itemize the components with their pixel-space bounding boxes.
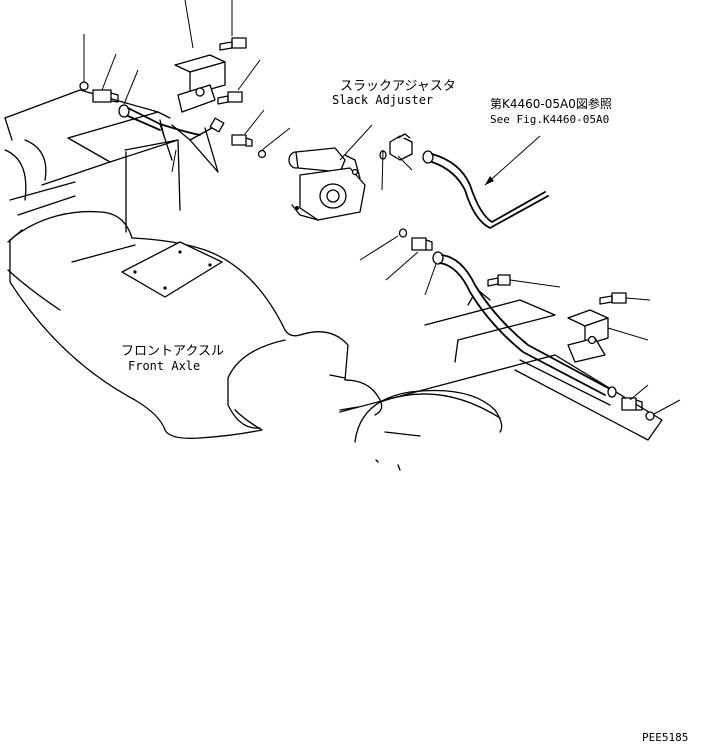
fitting-left (231, 134, 267, 159)
drawing-number: PEE5185 (642, 731, 688, 744)
elbow-fitting (389, 133, 413, 161)
right-frame-outline (339, 299, 663, 441)
label-slack-adjuster-en: Slack Adjuster (332, 93, 433, 107)
washer-left (79, 81, 89, 91)
brake-tube-left (118, 104, 219, 173)
label-front-axle-en: Front Axle (128, 359, 200, 373)
brake-tube-lower (432, 251, 617, 398)
connector-right (621, 397, 643, 411)
connector-left (92, 89, 119, 103)
frame-outline (4, 89, 181, 233)
slack-adjuster-unit (288, 147, 366, 221)
bolt-tube-clip-right (487, 274, 511, 287)
connector-lower (411, 237, 433, 251)
leader-lines (83, 0, 681, 415)
cover-plate (121, 241, 223, 298)
label-see-fig-en: See Fig.K4460-05A0 (490, 113, 609, 126)
right-bracket (567, 309, 609, 363)
bolt-mid-left (217, 91, 243, 105)
bolt-tube-clip-left (209, 117, 225, 133)
bolt-right-bracket (599, 292, 627, 305)
brake-tube-upper-right (422, 150, 549, 229)
label-slack-adjuster-jp: スラックアジャスタ (340, 79, 456, 94)
left-bracket (174, 54, 226, 113)
washer-right (645, 411, 655, 421)
front-axle-housing (7, 210, 383, 439)
label-see-fig-jp: 第K4460-05A0図参照 (490, 96, 612, 111)
label-front-axle-jp: フロントアクスル (121, 344, 224, 359)
washer-lower (398, 228, 408, 238)
bolt-upper-left (219, 37, 247, 51)
